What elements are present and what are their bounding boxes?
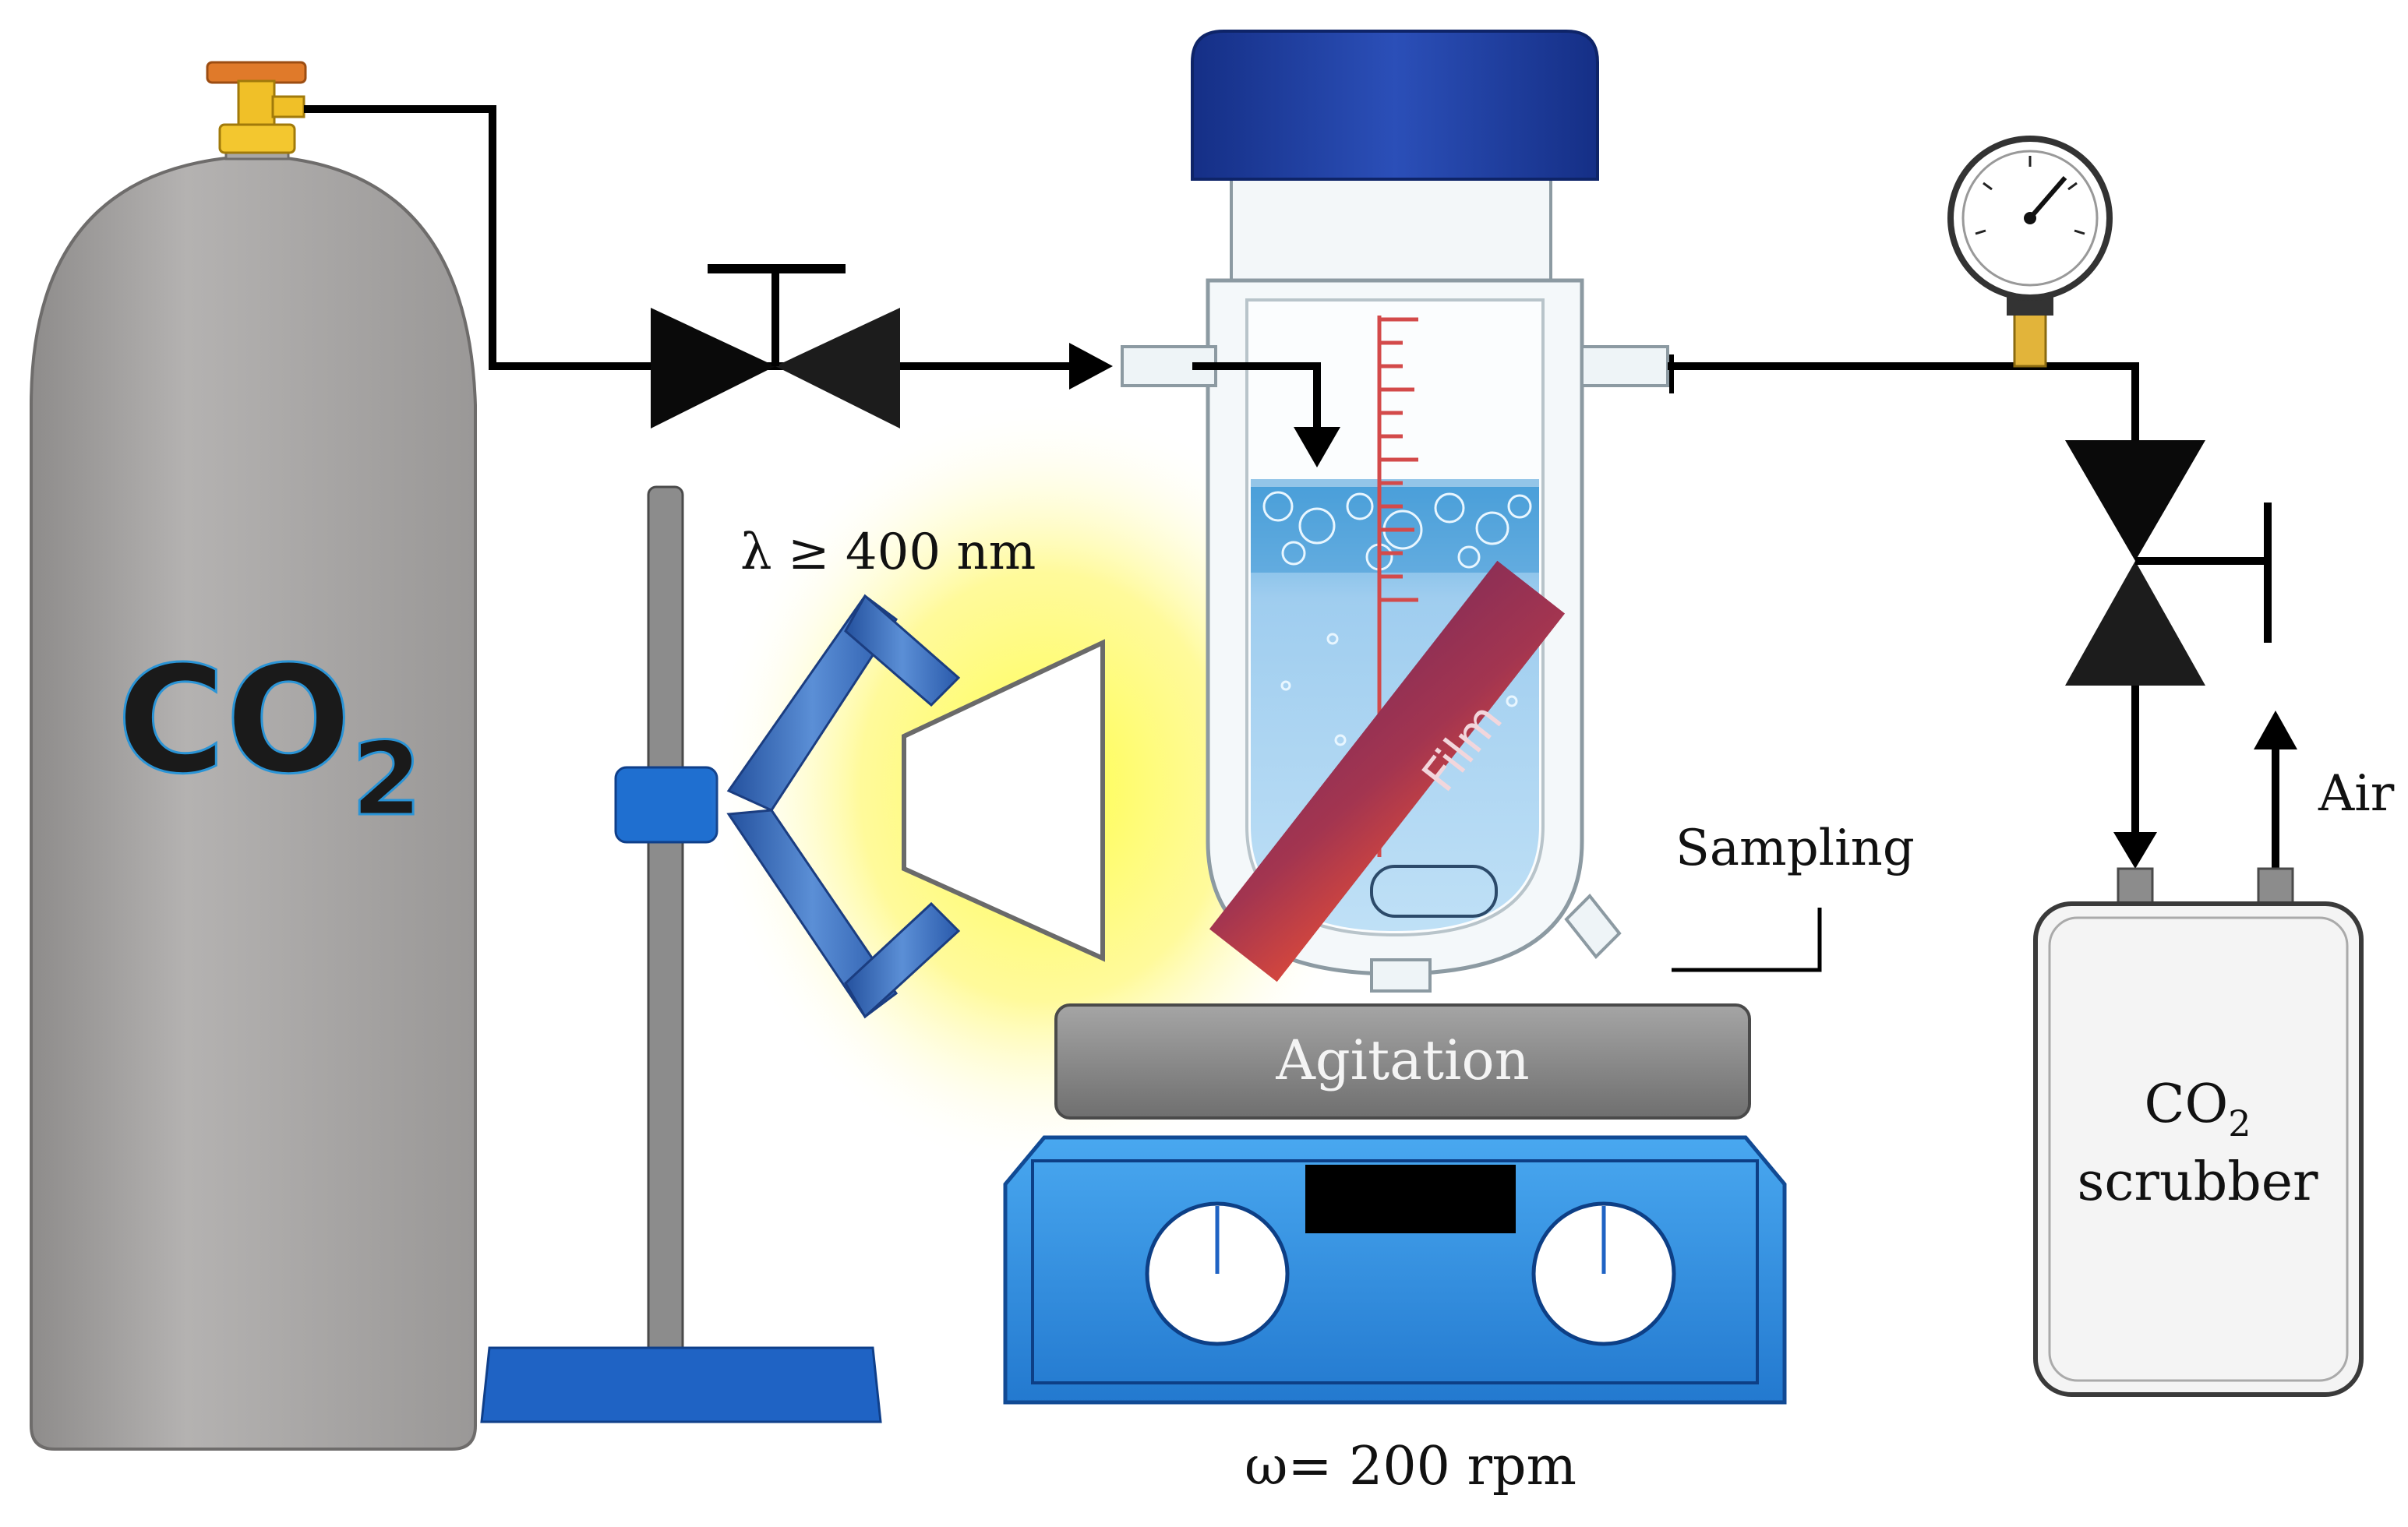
lamp-head xyxy=(902,639,1105,962)
scrubber-formula-main: CO xyxy=(2144,1074,2228,1135)
stirrer-display xyxy=(1305,1165,1516,1233)
co2-scrubber xyxy=(2033,867,2364,1397)
left-knob[interactable] xyxy=(1145,1201,1290,1346)
right-knob[interactable] xyxy=(1531,1201,1676,1346)
agitation-label: Agitation xyxy=(1275,1028,1529,1092)
lab-stand xyxy=(480,485,882,1423)
agitation-plate xyxy=(1054,1003,1751,1120)
inlet-arrowhead xyxy=(1069,343,1113,390)
lamp-bracket xyxy=(726,594,961,1019)
air-label: Air xyxy=(2318,765,2395,823)
gauge-icon xyxy=(1947,136,2113,368)
vessel-foot xyxy=(1370,958,1432,993)
wavelength-label: λ ≥ 400 nm xyxy=(740,524,1036,581)
scrubber-formula: CO2 xyxy=(2144,1074,2251,1144)
sampling-leader xyxy=(1672,908,1822,972)
scrubber-label: scrubber xyxy=(2077,1151,2318,1213)
sampling-port xyxy=(1564,893,1622,960)
cylinder-label-sub: 2 xyxy=(351,720,422,838)
sampling-label: Sampling xyxy=(1675,820,1915,877)
air-outlet-arrowhead xyxy=(2254,711,2297,749)
cylinder-label: CO2 xyxy=(117,634,422,838)
gas-line-outlet xyxy=(1668,362,2139,440)
scrubber-formula-sub: 2 xyxy=(2228,1102,2251,1144)
reactor-vessel xyxy=(1191,30,1599,976)
outlet-valve-icon[interactable] xyxy=(2065,440,2272,686)
scrubber-inlet-arrowhead xyxy=(2113,832,2157,869)
film-strip xyxy=(1209,560,1566,982)
valve-icon[interactable] xyxy=(651,264,900,428)
gas-dip-arrowhead xyxy=(1294,427,1340,467)
bubbles xyxy=(1262,491,1532,746)
valve-handle-icon[interactable] xyxy=(206,61,307,154)
speed-label: ω= 200 rpm xyxy=(1245,1436,1576,1497)
cylinder-label-main: CO xyxy=(117,634,351,806)
outlet-port xyxy=(1580,345,1669,387)
stir-bar xyxy=(1370,865,1498,918)
gas-dip-line xyxy=(1192,362,1321,440)
